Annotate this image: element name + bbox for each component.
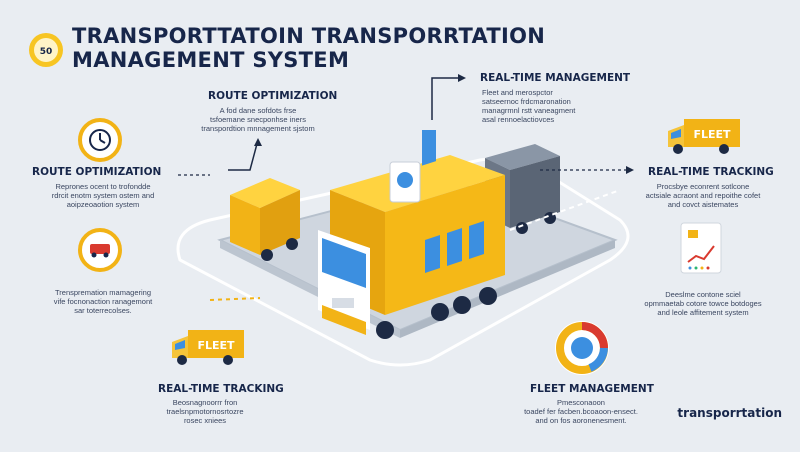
realtime-management-label: REAL-TIME MANAGEMENT bbox=[480, 72, 631, 84]
left-mid-desc: Trenspremation mamagering vife focnonact… bbox=[53, 288, 153, 315]
fleet-right-sign: FLEET bbox=[693, 128, 731, 141]
fleet-management-label: FLEET MANAGEMENT bbox=[530, 383, 654, 395]
bus-icon bbox=[90, 244, 110, 258]
realtime-management-desc: Fleet and merospctor satseernoc frdcmaro… bbox=[482, 88, 576, 124]
route-optimization-top-desc: A fod dane sofdots frse tsfoemane snecpo… bbox=[201, 106, 315, 133]
bus-badge bbox=[78, 228, 122, 272]
fleet-management-desc: Pmesconaoon toadef fer facben.bcoaoon-en… bbox=[524, 398, 638, 425]
cargo-box bbox=[230, 178, 300, 261]
fleet-left-sign: FLEET bbox=[197, 339, 235, 352]
route-optimization-top-label: ROUTE OPTIMIZATION bbox=[208, 90, 338, 102]
fleet-truck-icon: FLEET bbox=[668, 119, 740, 154]
realtime-tracking-right-desc: Procsbye econrent sotlcone actsiale acra… bbox=[645, 182, 761, 209]
logo-badge: 50 bbox=[26, 30, 66, 70]
clock-icon bbox=[89, 129, 111, 151]
brand-wordmark: transporrtation bbox=[677, 406, 782, 420]
realtime-tracking-right-label: REAL-TIME TRACKING bbox=[648, 166, 774, 178]
pie-chart-icon bbox=[555, 321, 609, 375]
route-optimization-left-desc: Reprones ocent to trofondde rdrcit enotm… bbox=[51, 182, 155, 209]
realtime-tracking-bottom-desc: Beosnagnoorrr fron traelsnpmotornosrtozr… bbox=[166, 398, 244, 425]
realtime-tracking-bottom-label: REAL-TIME TRACKING bbox=[158, 383, 284, 395]
clock-badge bbox=[78, 118, 122, 162]
fleet-truck-icon: FLEET bbox=[172, 330, 244, 365]
road-outline bbox=[176, 157, 630, 367]
chart-icon bbox=[680, 222, 722, 274]
platform-edge bbox=[400, 240, 615, 338]
badge-text: 50 bbox=[40, 47, 53, 57]
sun-badge-icon: 50 bbox=[29, 33, 63, 67]
main-truck bbox=[318, 130, 505, 339]
right-mid-desc: Deeslme contone sciel opmmaetab cotore t… bbox=[644, 290, 762, 317]
gear-icon bbox=[397, 172, 413, 188]
central-illustration bbox=[176, 130, 630, 367]
page-title: TRANSPORTTATOIN TRANSPORRTATION MANAGEME… bbox=[72, 24, 546, 72]
route-optimization-left-label: ROUTE OPTIMIZATION bbox=[32, 166, 162, 178]
